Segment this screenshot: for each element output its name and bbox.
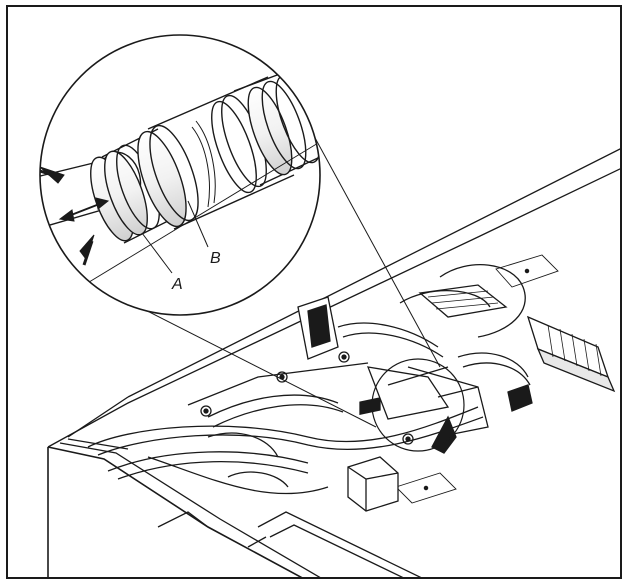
detail-circle [371,358,465,452]
arrow-icons [39,166,110,266]
device-assembly [47,148,620,577]
label-b: B [210,250,221,267]
label-a: A [171,276,183,293]
label-leaders [141,200,209,274]
technical-illustration: A B [39,34,620,577]
double-arrow-icon [58,197,110,222]
diagram-frame: A B [6,5,622,579]
magnified-view [39,34,321,316]
